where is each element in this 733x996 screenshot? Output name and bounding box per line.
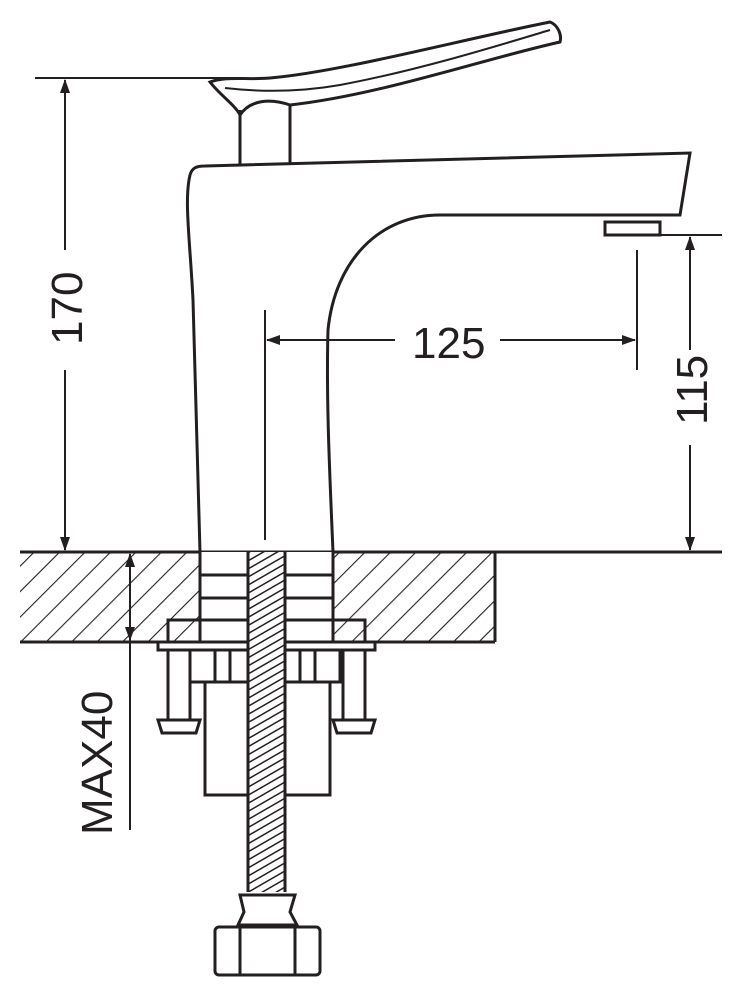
threaded-rod xyxy=(213,552,322,977)
dim-label-115: 115 xyxy=(668,355,717,425)
dimension-spout-height: 115 xyxy=(655,234,722,551)
handle-lever xyxy=(207,20,562,118)
dim-label-125: 125 xyxy=(412,319,485,368)
dim-label-max40: MAX40 xyxy=(73,691,122,835)
dimension-total-height: 170 xyxy=(35,77,240,551)
countertop-section xyxy=(20,550,722,644)
dimension-spout-reach: 125 xyxy=(266,250,638,370)
dim-label-170: 170 xyxy=(43,272,92,345)
dimension-max-counter: MAX40 xyxy=(73,553,135,835)
